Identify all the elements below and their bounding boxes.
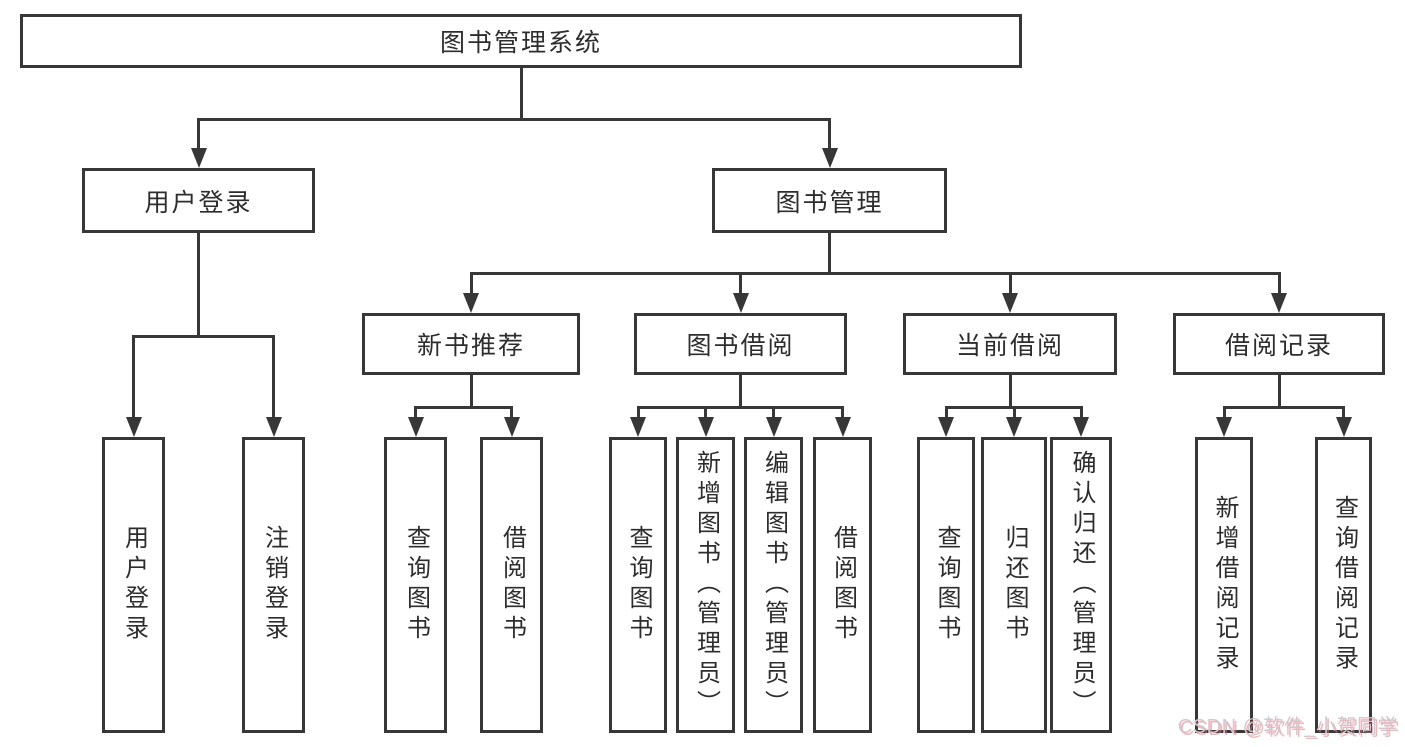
connector-stem bbox=[704, 406, 707, 419]
connector-stem bbox=[272, 335, 275, 419]
node-borrowing-records: 借阅记录 bbox=[1173, 313, 1385, 375]
connector-stem bbox=[1342, 406, 1345, 419]
connector-bar bbox=[132, 335, 275, 338]
arrow-down-icon bbox=[265, 417, 282, 437]
connector-stem bbox=[414, 406, 417, 419]
node-leaf-confirm-return: 确认归还（管理员） bbox=[1050, 437, 1112, 733]
connector-stem bbox=[1222, 406, 1226, 419]
arrow-down-icon bbox=[630, 417, 646, 437]
node-book-borrowing: 图书借阅 bbox=[634, 313, 847, 375]
connector-stem bbox=[519, 68, 523, 121]
connector-stem bbox=[841, 406, 844, 419]
arrow-down-icon bbox=[1335, 417, 1352, 437]
watermark: CSDN @软件_小贺同学 bbox=[1177, 716, 1398, 738]
connector-bar bbox=[197, 118, 831, 121]
node-book-management: 图书管理 bbox=[712, 168, 947, 233]
connector-bar bbox=[636, 406, 844, 409]
connector-stem bbox=[197, 118, 200, 150]
arrow-down-icon bbox=[765, 417, 782, 437]
connector-bar bbox=[469, 272, 1281, 275]
connector-bar bbox=[414, 406, 513, 409]
connector-stem bbox=[828, 118, 831, 150]
connector-stem bbox=[828, 233, 831, 275]
connector-stem bbox=[1277, 375, 1281, 409]
arrow-down-icon bbox=[1002, 293, 1018, 313]
node-leaf-borrow-book: 借阅图书 bbox=[813, 437, 872, 733]
arrow-down-icon bbox=[1216, 417, 1232, 437]
node-leaf-query-book-borrow: 查询图书 bbox=[609, 437, 667, 733]
arrow-down-icon bbox=[1271, 293, 1287, 313]
connector-bar bbox=[1222, 406, 1345, 409]
connector-stem bbox=[739, 375, 742, 409]
arrow-down-icon bbox=[732, 293, 749, 313]
node-leaf-query-borrow-record: 查询借阅记录 bbox=[1315, 437, 1372, 733]
connector-stem bbox=[469, 272, 473, 295]
node-leaf-borrow-book-new: 借阅图书 bbox=[480, 437, 543, 733]
arrow-down-icon bbox=[1006, 417, 1022, 437]
node-current-borrowing: 当前借阅 bbox=[903, 313, 1117, 375]
node-root: 图书管理系统 bbox=[20, 14, 1022, 68]
arrow-down-icon bbox=[463, 293, 479, 313]
connector-stem bbox=[636, 406, 640, 419]
arrow-down-icon bbox=[190, 148, 207, 168]
connector-stem bbox=[1008, 272, 1012, 295]
node-leaf-user-login: 用户登录 bbox=[102, 437, 165, 733]
node-leaf-add-borrow-record: 新增借阅记录 bbox=[1195, 437, 1253, 733]
connector-stem bbox=[510, 406, 513, 419]
node-leaf-query-book-new: 查询图书 bbox=[384, 437, 447, 733]
connector-stem bbox=[944, 406, 948, 419]
connector-stem bbox=[772, 406, 775, 419]
connector-stem bbox=[1008, 375, 1012, 409]
connector-stem bbox=[1079, 406, 1083, 419]
connector-stem bbox=[1012, 406, 1016, 419]
connector-stem bbox=[197, 233, 200, 338]
connector-stem bbox=[132, 335, 135, 419]
node-leaf-return-book: 归还图书 bbox=[981, 437, 1047, 733]
arrow-down-icon bbox=[407, 417, 424, 437]
arrow-down-icon bbox=[125, 417, 142, 437]
arrow-down-icon bbox=[821, 148, 838, 168]
node-leaf-query-book-current: 查询图书 bbox=[917, 437, 975, 733]
arrow-down-icon bbox=[503, 417, 520, 437]
connector-stem bbox=[1277, 272, 1281, 295]
arrow-down-icon bbox=[834, 417, 851, 437]
connector-stem bbox=[469, 375, 473, 409]
node-leaf-logout: 注销登录 bbox=[242, 437, 305, 733]
connector-stem bbox=[739, 272, 742, 295]
arrow-down-icon bbox=[938, 417, 954, 437]
node-user-login-group: 用户登录 bbox=[82, 168, 315, 233]
arrow-down-icon bbox=[1073, 417, 1089, 437]
node-leaf-add-book: 新增图书（管理员） bbox=[676, 437, 735, 733]
node-leaf-edit-book: 编辑图书（管理员） bbox=[744, 437, 803, 733]
arrow-down-icon bbox=[697, 417, 714, 437]
node-new-book-recommend: 新书推荐 bbox=[362, 313, 580, 375]
